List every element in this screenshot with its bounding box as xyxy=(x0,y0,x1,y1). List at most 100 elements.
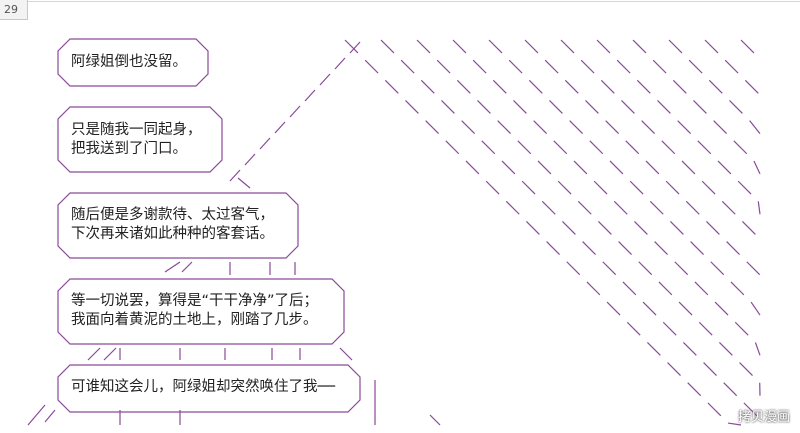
rain-dash xyxy=(662,321,677,336)
rain-dash xyxy=(625,140,640,155)
rain-dash xyxy=(593,180,608,195)
rain-dash xyxy=(626,321,641,336)
page-number-badge: 29 xyxy=(0,0,28,20)
rain-dash xyxy=(416,39,431,54)
speech-bubble-3 xyxy=(57,192,299,259)
rain-dash xyxy=(528,79,543,94)
rain-dash xyxy=(582,241,596,255)
rain-dash xyxy=(405,100,419,114)
rain-dash xyxy=(721,200,736,215)
rain-dash xyxy=(600,79,615,94)
rain-dash xyxy=(654,241,668,255)
rain-dash xyxy=(727,422,742,426)
rain-dash xyxy=(544,59,559,74)
rain-dash xyxy=(596,39,611,54)
rain-dash xyxy=(501,160,516,175)
ground-slash xyxy=(181,261,193,273)
rain-dash xyxy=(677,120,692,135)
speech-bubble-frames xyxy=(57,38,361,413)
rain-dash xyxy=(708,79,723,94)
bubble-3-line-2: 下次再来诸如此种种的客套话。 xyxy=(71,226,274,242)
rain-dash xyxy=(521,180,536,195)
rain-dash xyxy=(344,39,359,54)
rain-dash xyxy=(537,160,552,175)
speech-bubble-4 xyxy=(57,278,345,345)
rain-dash xyxy=(505,200,520,215)
rain-dash xyxy=(400,59,415,74)
rain-dash xyxy=(524,39,539,54)
rain-dash xyxy=(445,140,460,155)
bubble-4-line-2: 我面向着黄泥的土地上，刚踏了几步。 xyxy=(71,312,318,328)
rain-dash xyxy=(730,281,745,296)
rain-dash xyxy=(364,59,379,74)
rain-dash xyxy=(658,281,673,296)
rain-dash xyxy=(743,402,758,417)
rain-dash xyxy=(678,301,693,316)
rain-dash xyxy=(613,200,628,215)
rain-dash xyxy=(562,221,576,235)
rain-dash xyxy=(632,39,647,54)
rain-dash xyxy=(698,321,713,336)
rain-dash xyxy=(645,160,660,175)
rain-dash xyxy=(734,321,749,336)
rain-dash xyxy=(622,281,637,296)
rain-dash xyxy=(492,79,507,94)
rain-dash xyxy=(618,241,632,255)
watermark-logo: 拷贝漫画 xyxy=(737,410,790,425)
rain-dash xyxy=(706,221,720,235)
rain-dash xyxy=(641,120,656,135)
rain-dash xyxy=(629,180,644,195)
bubble-2-line-1: 只是随我一同起身， xyxy=(71,122,202,138)
ground-slash xyxy=(103,347,117,361)
rain-dash xyxy=(665,180,680,195)
rain-dash xyxy=(420,79,435,94)
rain-dash xyxy=(749,120,761,134)
slope-dash xyxy=(349,41,361,54)
ground-slash xyxy=(429,414,441,426)
slope-dash xyxy=(244,153,256,166)
rain-dash xyxy=(573,160,588,175)
ground-slash xyxy=(27,404,46,426)
speech-bubble-2 xyxy=(57,106,223,173)
rain-dash xyxy=(744,79,759,94)
rain-dash xyxy=(580,59,595,74)
rain-dash xyxy=(661,140,676,155)
rain-dash xyxy=(586,281,601,296)
slope-dash xyxy=(289,105,301,118)
rain-dash xyxy=(452,39,467,54)
bubble-4-line-1: 等一切说罢，算得是“干干净净”了后； xyxy=(71,293,319,309)
rain-dash xyxy=(557,180,572,195)
slope-dash xyxy=(259,137,271,150)
rain-dash xyxy=(649,200,664,215)
bubble-3-line-1: 随后便是多谢款待、太过客气， xyxy=(71,207,274,223)
rain-dash xyxy=(690,241,704,255)
rain-dash xyxy=(746,261,761,276)
rain-dash xyxy=(560,39,575,54)
rain-dash xyxy=(477,100,491,114)
speech-bubble-1 xyxy=(57,38,209,87)
top-divider xyxy=(28,1,800,2)
rain-dash xyxy=(685,200,700,215)
rain-dash xyxy=(703,362,717,376)
rain-dash xyxy=(485,180,500,195)
rain-dash xyxy=(497,120,512,135)
rain-dash xyxy=(740,39,755,54)
rain-dash xyxy=(667,362,681,376)
rain-dash xyxy=(668,39,683,54)
rain-dash xyxy=(508,59,523,74)
rain-dash xyxy=(634,221,648,235)
diagonal-rain-lines xyxy=(229,39,761,426)
ground-slash xyxy=(237,177,251,189)
rain-dash xyxy=(687,382,702,397)
rain-dash xyxy=(693,100,707,114)
rain-dash xyxy=(718,341,733,356)
ground-lines xyxy=(27,177,441,426)
rain-dash xyxy=(585,100,599,114)
slope-dash xyxy=(319,73,331,86)
rain-dash xyxy=(566,261,581,276)
rain-dash xyxy=(688,59,703,74)
rain-dash xyxy=(742,221,756,235)
rain-dash xyxy=(461,120,476,135)
rain-dash xyxy=(750,301,761,316)
